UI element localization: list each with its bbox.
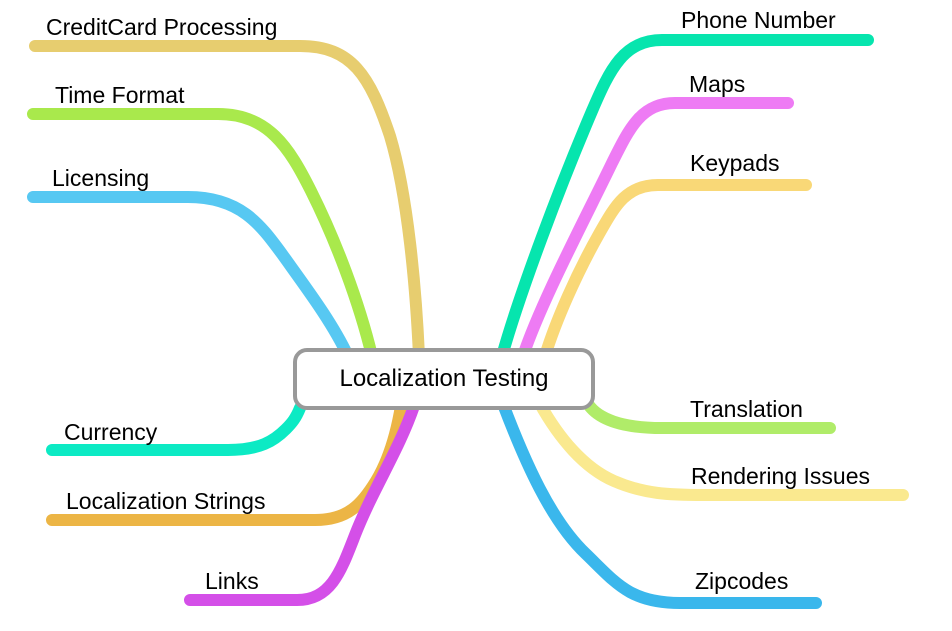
node-label-phone-number[interactable]: Phone Number bbox=[681, 7, 836, 33]
node-label-currency[interactable]: Currency bbox=[64, 419, 158, 445]
node-label-localization-strings[interactable]: Localization Strings bbox=[66, 488, 266, 514]
node-label-time-format[interactable]: Time Format bbox=[55, 82, 185, 108]
node-label-rendering-issues[interactable]: Rendering Issues bbox=[691, 463, 870, 489]
branch-line-currency bbox=[46, 402, 306, 456]
branch-line-links bbox=[184, 400, 420, 606]
branch-line-phone-number bbox=[496, 34, 874, 362]
branch-line-licensing bbox=[27, 191, 354, 362]
node-label-keypads[interactable]: Keypads bbox=[690, 150, 780, 176]
branch-line-creditcard-processing bbox=[29, 40, 425, 362]
node-label-translation[interactable]: Translation bbox=[690, 396, 803, 422]
branch-line-translation bbox=[582, 398, 836, 434]
branch-line-maps bbox=[517, 97, 794, 362]
node-label-creditcard-processing[interactable]: CreditCard Processing bbox=[46, 14, 278, 40]
node-label-zipcodes[interactable]: Zipcodes bbox=[695, 568, 789, 594]
branch-line-time-format bbox=[27, 108, 378, 362]
node-label-maps[interactable]: Maps bbox=[689, 71, 746, 97]
node-label-links[interactable]: Links bbox=[205, 568, 259, 594]
branch-line-keypads bbox=[539, 179, 812, 362]
branch-line-rendering-issues bbox=[534, 398, 909, 501]
branch-line-zipcodes bbox=[497, 398, 822, 609]
central-node[interactable]: Localization Testing bbox=[293, 348, 595, 410]
node-label-licensing[interactable]: Licensing bbox=[52, 165, 150, 191]
central-node-label: Localization Testing bbox=[339, 365, 549, 392]
